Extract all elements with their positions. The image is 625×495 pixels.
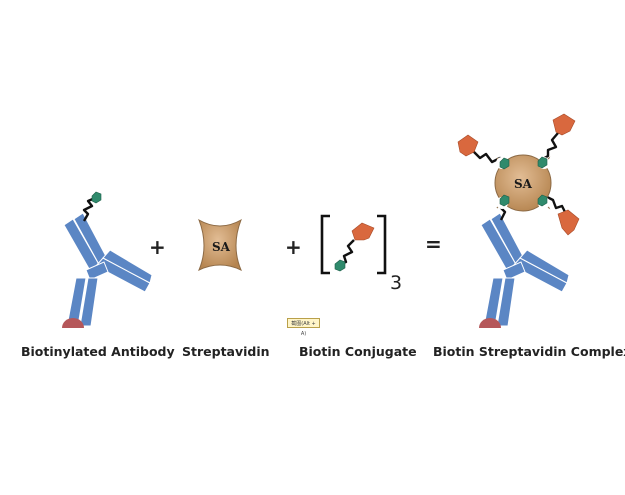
conjugate-count: 3 <box>390 272 403 294</box>
screenshot-shortcut-badge[interactable]: 截图(Alt + A) <box>287 318 320 337</box>
biotin-icon <box>91 191 102 204</box>
biotin-icon <box>537 194 548 207</box>
right-bracket <box>377 214 387 275</box>
label-antibody: Biotinylated Antibody <box>21 344 175 359</box>
biotin-conjugate <box>320 214 387 275</box>
conjugate-icon <box>552 113 576 136</box>
biotin-icon <box>499 157 510 170</box>
streptavidin: SA <box>198 218 242 272</box>
antibody-chain <box>102 249 153 284</box>
streptavidin-body <box>198 218 242 272</box>
complex-sa-label: SA <box>514 177 533 191</box>
label-streptavidin: Streptavidin <box>182 344 270 359</box>
antigen-site <box>479 318 501 328</box>
antibody-chain <box>79 277 99 327</box>
biotin-icon <box>499 194 510 207</box>
antibody-chain <box>85 261 109 281</box>
left-bracket <box>320 214 330 275</box>
biotin-streptavidin-complex: SA <box>457 113 580 328</box>
plus-operator-2: + <box>285 235 302 259</box>
antibody-chain <box>502 261 526 281</box>
plus-operator-1: + <box>149 235 166 259</box>
label-conjugate: Biotin Conjugate <box>299 344 417 359</box>
label-complex: Biotin Streptavidin Complex <box>433 344 625 359</box>
conjugate-linker <box>339 239 355 266</box>
streptavidin-label-sa: SA <box>212 240 231 254</box>
antibody-chain <box>496 277 516 327</box>
biotin-icon <box>334 259 346 272</box>
conjugate-icon <box>557 209 580 236</box>
conjugate-icon <box>351 222 375 241</box>
linker <box>540 132 559 162</box>
biotinylated-antibody <box>62 191 153 328</box>
antibody-chain <box>519 249 570 284</box>
equals-operator: = <box>425 232 442 256</box>
antigen-site <box>62 318 84 328</box>
conjugate-icon <box>457 134 479 157</box>
biotin-linker <box>82 196 96 222</box>
biotin-icon <box>537 156 548 169</box>
